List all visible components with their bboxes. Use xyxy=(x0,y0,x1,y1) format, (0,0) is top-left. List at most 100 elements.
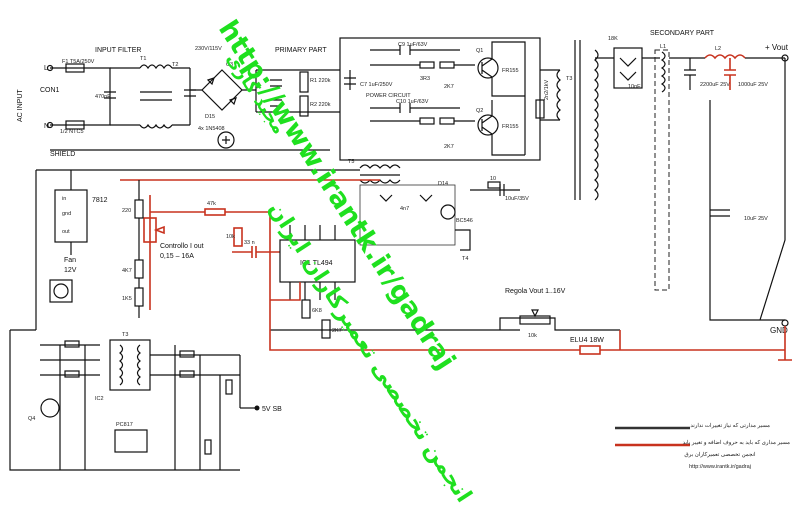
r-2k7-a-label: 2K7 xyxy=(444,84,454,90)
c10uf-label: 10uF 25V xyxy=(744,216,768,222)
con1-label: CON1 xyxy=(40,87,60,94)
r-6k8-label: 6K8 xyxy=(312,308,322,314)
c7-label: C7 1uF/250V xyxy=(360,82,393,88)
r1-symbol xyxy=(299,71,309,93)
l1-winding xyxy=(660,51,666,93)
input-filter-section: INPUT FILTER AC INPUT CON1 L N SHIELD F1… xyxy=(17,46,330,158)
aux-frame-wires xyxy=(9,329,240,471)
filter-cap-plates xyxy=(104,91,116,99)
fuse-symbol xyxy=(65,63,85,73)
input-filter-title: INPUT FILTER xyxy=(95,47,141,54)
bc546-symbol xyxy=(440,204,456,220)
ntc-label: 1/2 NTC5 xyxy=(60,129,84,135)
r-2k7-symbol xyxy=(321,319,331,339)
ic1-tl494 xyxy=(279,239,356,283)
q4-symbol xyxy=(40,398,60,418)
c1000-red-symbol xyxy=(724,58,736,90)
snubber-cap-label: 2n2/1kV xyxy=(544,79,550,100)
legend-black-text: مسیر مدارتی که نیاز تغییرات ندارند xyxy=(690,422,770,429)
controllo-label: Controllo I out xyxy=(160,243,204,250)
lamp-red-wire xyxy=(269,300,785,351)
c9-label: C9 1uF/63V xyxy=(398,42,428,48)
reg-gnd-label: gnd xyxy=(62,211,71,217)
current-range-label: 0,15 – 16A xyxy=(160,253,194,260)
t4-label: T4 xyxy=(462,256,468,262)
fan-label: Fan xyxy=(64,257,76,264)
primary-part-title: PRIMARY PART xyxy=(275,47,327,54)
gnd-red-marker xyxy=(778,326,792,361)
l2-label: L2 xyxy=(715,46,721,52)
r1-label: R1 220k xyxy=(310,78,331,84)
reg-7812-label: 7812 xyxy=(92,197,108,204)
r-2k7-a xyxy=(439,61,455,69)
power-circuit-title: POWER CIRCUIT xyxy=(366,93,411,99)
terminal-n xyxy=(46,121,54,129)
r-2k7-label: 2K7 xyxy=(332,328,342,334)
r18k-label: 18K xyxy=(608,36,618,42)
c10-label: C10 1uF/63V xyxy=(396,99,429,105)
aux-r5 xyxy=(225,379,233,395)
choke-t1 xyxy=(139,64,173,129)
driver-block xyxy=(359,184,456,246)
neutral-label: N xyxy=(44,123,49,130)
bridge-label: 230V/115V xyxy=(195,46,222,52)
ic1-red-feedback xyxy=(270,282,301,301)
ic1-label: IC1 TL494 xyxy=(300,260,333,267)
shield-label: SHIELD xyxy=(50,151,75,158)
standby-5v-label: 5V SB xyxy=(262,406,282,413)
gate-wires xyxy=(370,64,475,122)
pc817-optocoupler xyxy=(114,429,148,453)
aux-grid-wires xyxy=(40,344,241,470)
current-pot-wiper xyxy=(153,225,165,235)
control-section: in gnd out 7812 Fan 12V 47k Controllo I … xyxy=(35,169,792,361)
aux-r1 xyxy=(64,340,80,348)
c10n-label: 10nF xyxy=(628,84,641,90)
t5-label: T5 xyxy=(348,159,354,165)
aux-r2 xyxy=(64,370,80,378)
ic2-label: IC2 xyxy=(95,396,104,402)
watermark: http://www.irantk.ir/gadraj انجمن تخصصی … xyxy=(212,15,476,507)
legend-red-text: مسیر مداری که باید به حروف اضافه و تغییر… xyxy=(683,439,790,446)
aux-transformer xyxy=(109,339,151,391)
r2-label: R2 220k xyxy=(310,102,331,108)
r-47k-label: 47k xyxy=(207,201,216,207)
c3-label: C3 xyxy=(226,62,233,68)
pot-10k-label: 10k xyxy=(528,333,537,339)
c-33n-symbol xyxy=(232,246,280,258)
l1-inductor xyxy=(654,49,670,291)
r2-symbol xyxy=(299,95,309,117)
snubber-resistor xyxy=(535,99,545,119)
r-3r3-b xyxy=(419,117,435,125)
aux-section: T3 PC817 Q4 IC2 5V SB xyxy=(9,329,282,471)
c2200-symbol xyxy=(684,58,696,90)
ntc-symbol xyxy=(65,120,85,130)
c7-symbol xyxy=(344,70,356,90)
c10uf35-symbol xyxy=(470,184,520,196)
r-10k-ctrl xyxy=(233,227,243,247)
filter-bus xyxy=(110,67,140,126)
diodes-label: 4x 1N5408 xyxy=(198,126,225,132)
t3-primary-leads xyxy=(540,69,560,121)
cap-4n7-label: 4n7 xyxy=(400,206,409,212)
ic1-pins xyxy=(289,225,336,300)
r-6k8-symbol xyxy=(301,299,311,319)
current-control-red-wires xyxy=(120,179,380,310)
gnd-label: GND xyxy=(770,326,788,335)
c-33n-label: 33 n xyxy=(244,240,255,246)
fuse-label: F1 T5A/250V xyxy=(62,59,95,65)
power-transformer-t3 xyxy=(556,40,599,201)
input-wires xyxy=(50,67,330,151)
d15-label: D15 xyxy=(205,114,215,120)
t3-label: T3 xyxy=(566,76,572,82)
q2-type: FR155 xyxy=(502,124,519,130)
c10uf-symbol xyxy=(710,209,730,217)
r-220-label: 220 xyxy=(122,208,131,214)
bc546-label: BC546 xyxy=(456,218,473,224)
r-2k7-b xyxy=(439,117,455,125)
c9-symbol xyxy=(370,45,460,55)
r-220-symbol xyxy=(134,199,144,219)
c2200-label: 2200uF 25V xyxy=(700,82,730,88)
r-1k5-symbol xyxy=(134,287,144,307)
